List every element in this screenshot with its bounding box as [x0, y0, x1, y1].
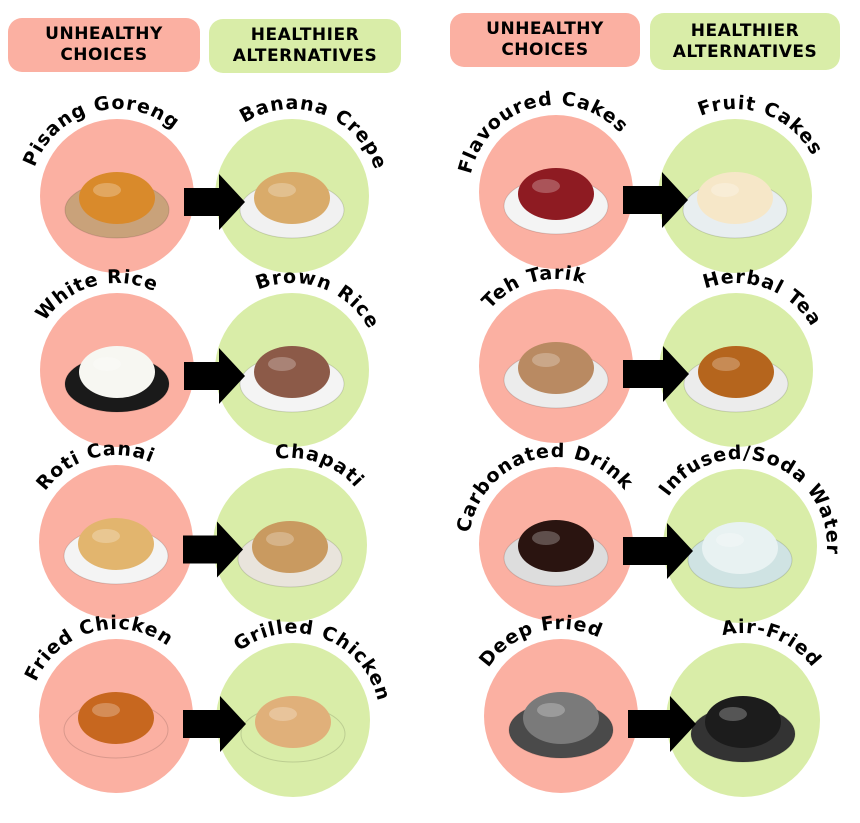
arrow-right-icon	[628, 696, 696, 752]
arrow-right-icon	[184, 348, 245, 404]
food-image	[503, 342, 609, 409]
food-image	[240, 696, 346, 763]
healthy-item: Fruit Cakes	[658, 92, 826, 273]
healthy-item: Brown Rice	[215, 266, 383, 447]
food-image	[239, 346, 345, 413]
food-image	[63, 518, 169, 585]
unhealthy-item: Pisang Goreng	[19, 92, 194, 273]
arrow-right-icon	[183, 521, 243, 578]
unhealthy-item: White Rice	[31, 266, 194, 447]
header-healthier-alternatives-left: HEALTHIER ALTERNATIVES	[209, 19, 401, 73]
arrow-right-icon	[623, 346, 689, 402]
header-unhealthy-choices-right: UNHEALTHY CHOICES	[450, 13, 640, 67]
arrow-right-icon	[623, 172, 688, 228]
food-image	[64, 346, 170, 413]
healthy-item: Herbal Tea	[659, 266, 825, 447]
healthy-item: Banana Crepe	[215, 92, 390, 273]
arrow-right-icon	[183, 696, 246, 752]
header-unhealthy-choices-left: UNHEALTHY CHOICES	[8, 18, 200, 72]
food-image	[237, 521, 343, 588]
unhealthy-item: Roti Canai	[32, 438, 193, 619]
healthy-item: Air-Fried	[666, 616, 825, 797]
food-image	[503, 520, 609, 587]
unhealthy-item: Flavoured Cakes	[454, 88, 633, 269]
unhealthy-item: Teh Tarik	[478, 262, 633, 443]
food-image	[503, 168, 609, 235]
unhealthy-item: Deep Fried	[475, 612, 638, 793]
healthy-item: Infused/Soda Water	[655, 442, 843, 623]
healthy-item: Grilled Chicken	[216, 616, 394, 797]
food-image	[687, 522, 793, 589]
food-image	[682, 172, 788, 239]
food-image	[239, 172, 345, 239]
food-image	[690, 696, 796, 763]
arrow-right-icon	[623, 523, 693, 579]
food-image	[683, 346, 789, 413]
unhealthy-item: Fried Chicken	[21, 612, 193, 793]
food-image	[508, 692, 614, 759]
header-healthier-alternatives-right: HEALTHIER ALTERNATIVES	[650, 13, 840, 70]
unhealthy-item: Carbonated Drink	[453, 440, 637, 621]
food-image	[64, 172, 170, 239]
healthy-item: Chapati	[213, 441, 368, 622]
food-image	[63, 692, 169, 759]
arrow-right-icon	[184, 174, 245, 230]
